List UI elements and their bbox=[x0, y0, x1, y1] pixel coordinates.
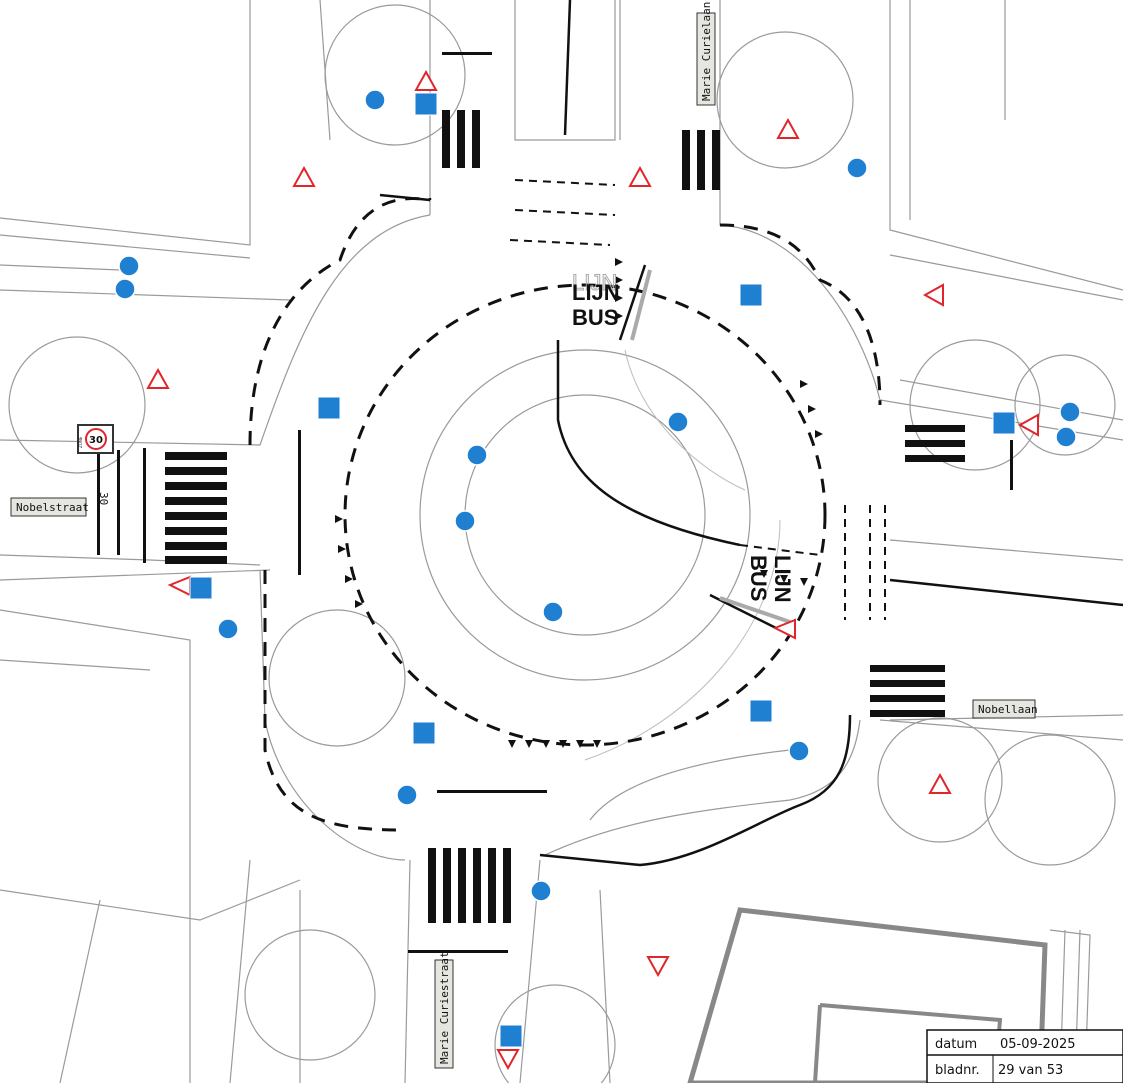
sheet-value: 29 van 53 bbox=[998, 1063, 1063, 1078]
cycle-crossings bbox=[509, 179, 886, 620]
roundabout bbox=[343, 264, 827, 747]
svg-text:BUS: BUS bbox=[746, 555, 771, 601]
street-label-nobelstraat: Nobelstraat bbox=[10, 497, 89, 517]
date-label: datum bbox=[935, 1037, 977, 1052]
speed-road-marking: 30 bbox=[97, 492, 110, 505]
street-label-marie-curielaan: Marie Curielaan bbox=[696, 2, 716, 106]
title-block: datum 05-09-2025 bladnr. 29 van 53 bbox=[926, 1029, 1123, 1083]
bus-lane-marking-north: LIJN LIJN BUS bbox=[572, 270, 620, 331]
svg-text:30: 30 bbox=[89, 435, 103, 446]
crossing-west bbox=[97, 430, 301, 575]
crossing-north-west bbox=[442, 52, 492, 168]
crossing-east bbox=[870, 425, 1013, 717]
svg-text:LIJN: LIJN bbox=[572, 280, 620, 305]
svg-text:LIJN: LIJN bbox=[572, 270, 617, 295]
svg-text:ZONE: ZONE bbox=[78, 436, 83, 448]
sheet-label: bladnr. bbox=[935, 1063, 980, 1078]
zone-30-sign: 30 ZONE bbox=[77, 424, 114, 454]
svg-text:Marie Curielaan: Marie Curielaan bbox=[700, 2, 713, 101]
shark-teeth bbox=[335, 258, 823, 748]
crossing-south bbox=[408, 790, 547, 953]
svg-text:Nobelstraat: Nobelstraat bbox=[16, 501, 89, 514]
street-label-marie-curiestraat: Marie Curiestraat bbox=[434, 951, 454, 1069]
bus-lane-marking-east: LIJN BUS bbox=[746, 555, 795, 603]
street-label-nobellaan: Nobellaan bbox=[972, 699, 1038, 719]
svg-text:Nobellaan: Nobellaan bbox=[978, 703, 1038, 716]
pedestrian-crossing-signs bbox=[189, 92, 1016, 1048]
date-value: 05-09-2025 bbox=[1000, 1037, 1076, 1052]
curbs bbox=[248, 0, 1123, 867]
crossing-north-east bbox=[682, 130, 720, 190]
svg-text:LIJN: LIJN bbox=[770, 555, 795, 603]
svg-text:Marie Curiestraat: Marie Curiestraat bbox=[438, 951, 451, 1064]
svg-text:BUS: BUS bbox=[572, 305, 618, 330]
blue-round-signs bbox=[114, 89, 1081, 902]
warning-triangle-signs bbox=[146, 69, 1039, 1071]
